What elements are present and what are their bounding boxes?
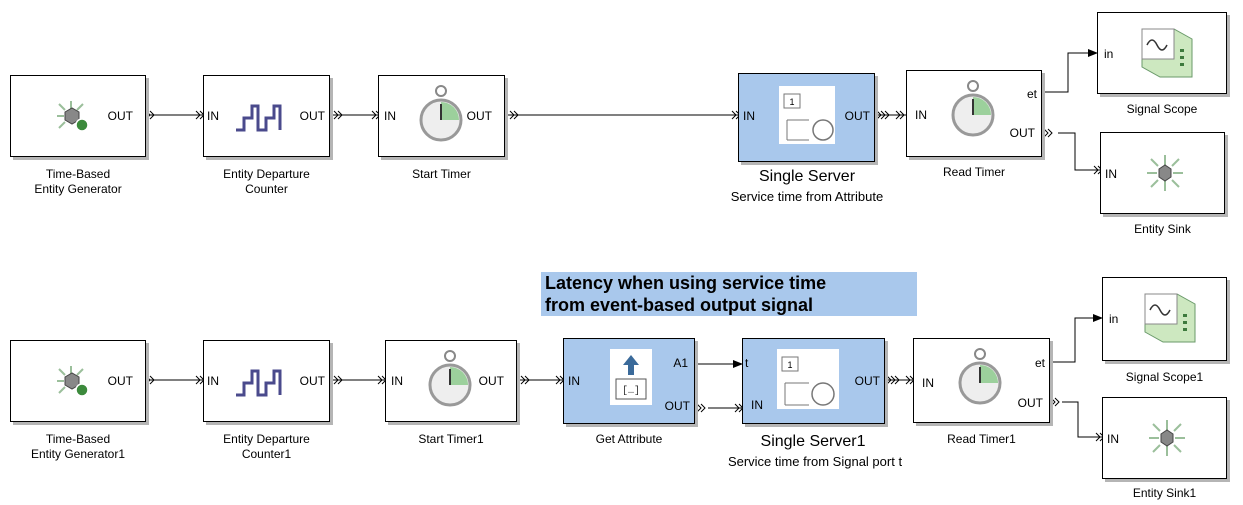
port-out: OUT	[664, 399, 690, 413]
port-in: IN	[922, 376, 934, 390]
port-in: IN	[751, 398, 763, 412]
port-out: OUT	[299, 109, 325, 123]
single-server-block[interactable]: IN 1 OUT	[738, 73, 875, 162]
time-based-entity-generator-block[interactable]: OUT	[10, 75, 146, 157]
port-et: et	[1034, 356, 1045, 370]
label-line-2: Counter1	[241, 447, 292, 461]
label-line-2: Entity Generator1	[30, 447, 126, 461]
port-in: IN	[1107, 432, 1119, 446]
port-in: IN	[384, 109, 396, 123]
stopwatch-icon	[958, 348, 1002, 405]
signal-scope-label: Signal Scope	[1126, 102, 1198, 116]
port-out: OUT	[1009, 126, 1035, 140]
port-in: in	[1109, 312, 1119, 326]
server-icon-value: 1	[789, 97, 794, 107]
line-readtimer1-to-sink1[interactable]	[1062, 401, 1102, 438]
start-timer1-label: Start Timer1	[418, 432, 484, 446]
read-timer1-label: Read Timer1	[947, 432, 1016, 446]
stopwatch-icon	[428, 350, 472, 407]
get-attribute-block[interactable]: IN […] A1 OUT	[563, 338, 695, 424]
port-out: OUT	[107, 374, 133, 388]
signal-scope1-block[interactable]: in	[1102, 277, 1227, 361]
scope-icon	[1144, 293, 1196, 343]
port-out: OUT	[466, 109, 492, 123]
port-a1: A1	[673, 356, 688, 370]
port-out: OUT	[107, 109, 133, 123]
entity-sink1-block[interactable]: IN	[1102, 397, 1227, 479]
read-timer1-block[interactable]: IN et OUT	[913, 338, 1050, 423]
staircase-counter-icon	[236, 369, 282, 397]
stopwatch-icon	[419, 85, 463, 142]
port-out: OUT	[478, 374, 504, 388]
get-attribute-icon: […]	[610, 349, 652, 405]
single-server1-label: Single Server1	[760, 433, 866, 450]
stopwatch-icon	[951, 80, 995, 137]
label-line-1: Time-Based	[45, 167, 111, 181]
line-et-to-scope[interactable]	[1042, 49, 1098, 93]
port-out: OUT	[1017, 396, 1043, 410]
entity-sink1-label: Entity Sink1	[1132, 486, 1197, 500]
port-in: IN	[568, 374, 580, 388]
staircase-counter-icon	[236, 104, 282, 132]
signal-scope-block[interactable]: in	[1097, 12, 1227, 94]
start-timer-label: Start Timer	[412, 167, 471, 181]
port-in: IN	[743, 109, 755, 123]
entity-generator-icon	[57, 101, 89, 132]
server1-icon-value: 1	[787, 360, 792, 370]
entity-sink-icon	[1147, 155, 1183, 191]
entity-departure-counter1-block[interactable]: IN OUT	[203, 340, 330, 422]
latency-annotation: Latency when using service time from eve…	[541, 272, 917, 316]
generator-label: Time-Based Entity Generator	[10, 167, 146, 197]
single-server-label: Single Server	[758, 168, 856, 185]
generator1-label: Time-Based Entity Generator1	[6, 432, 150, 462]
read-timer-label: Read Timer	[942, 165, 1006, 179]
server-icon: 1	[777, 349, 839, 409]
label-line-2: Entity Generator	[34, 182, 122, 196]
counter1-label: Entity Departure Counter1	[203, 432, 330, 462]
port-out: OUT	[844, 109, 870, 123]
entity-sink-icon	[1149, 420, 1185, 456]
signal-scope1-label: Signal Scope1	[1125, 370, 1204, 384]
start-timer1-block[interactable]: IN OUT	[385, 340, 517, 422]
entity-departure-counter-block[interactable]: IN OUT	[203, 75, 330, 157]
port-in: IN	[1105, 167, 1117, 181]
entity-sink-block[interactable]: IN	[1100, 132, 1225, 214]
time-based-entity-generator1-block[interactable]: OUT	[10, 340, 146, 422]
line-readtimer-to-sink[interactable]	[1058, 132, 1100, 171]
port-out: OUT	[299, 374, 325, 388]
port-in: IN	[207, 374, 219, 388]
read-timer-block[interactable]: IN et OUT	[906, 70, 1042, 157]
single-server1-subtitle: Service time from Signal port t	[727, 454, 903, 469]
scope-icon	[1141, 28, 1193, 78]
line-et1-to-scope1[interactable]	[1050, 314, 1103, 363]
get-attribute-label: Get Attribute	[595, 432, 663, 446]
start-timer-block[interactable]: IN OUT	[378, 75, 505, 157]
label-line-2: Counter	[245, 182, 288, 196]
annotation-line-2: from event-based output signal	[545, 295, 814, 315]
annotation-line-1: Latency when using service time	[545, 273, 827, 293]
port-out: OUT	[854, 374, 880, 388]
entity-generator-icon	[57, 366, 89, 397]
label-line-1: Time-Based	[45, 432, 111, 446]
label-line-1: Entity Departure	[223, 167, 310, 181]
port-in: IN	[391, 374, 403, 388]
label-line-1: Entity Departure	[223, 432, 310, 446]
port-t: t	[745, 356, 749, 370]
port-et: et	[1026, 87, 1037, 101]
single-server1-block[interactable]: t IN 1 OUT	[742, 338, 885, 424]
single-server-subtitle: Service time from Attribute	[730, 189, 884, 204]
counter-label: Entity Departure Counter	[203, 167, 330, 197]
svg-text:[…]: […]	[622, 385, 640, 397]
port-in: IN	[207, 109, 219, 123]
server-icon: 1	[779, 86, 835, 144]
port-in: IN	[915, 108, 927, 122]
entity-sink-label: Entity Sink	[1134, 222, 1191, 236]
port-in: in	[1104, 47, 1114, 61]
